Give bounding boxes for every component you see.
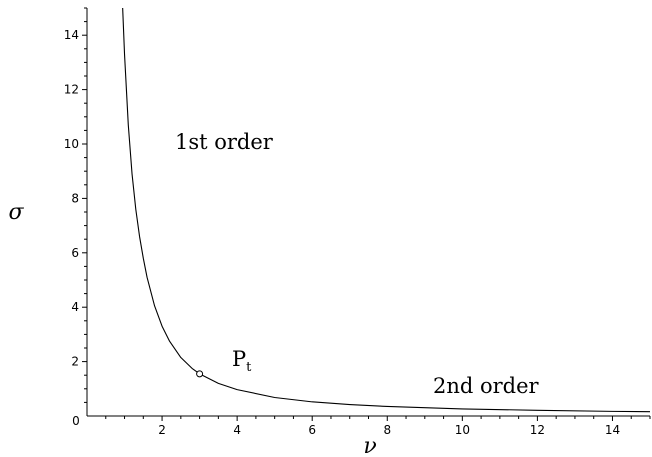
y-tick-label: 14: [64, 28, 79, 42]
y-tick-label: 8: [71, 191, 79, 205]
ticks: 0 2 4 6 8 10 12 14 2 4 6 8 10 12 14: [64, 7, 651, 437]
region-label-first-order: 1st order: [175, 130, 274, 154]
x-tick-label: 6: [308, 423, 316, 437]
x-tick-label: 4: [233, 423, 241, 437]
transition-line: [122, 7, 651, 413]
y-tick-label: 2: [71, 355, 79, 369]
region-label-second-order: 2nd order: [433, 374, 540, 398]
y-tick-label: 6: [71, 246, 79, 260]
x-tick-label: 10: [455, 423, 470, 437]
x-tick-label: 2: [158, 423, 166, 437]
point-label-subscript: t: [246, 360, 252, 375]
x-tick-label: 12: [530, 423, 545, 437]
y-tick-label: 4: [71, 300, 79, 314]
marker-layer: [196, 370, 204, 378]
x-axis-label: ν: [363, 434, 376, 457]
point-label: Pt: [232, 347, 252, 375]
x-tick-label: 8: [383, 423, 391, 437]
point-label-main: P: [232, 347, 246, 371]
tricritical-point-marker: [196, 370, 204, 378]
x-tick-label: 14: [605, 423, 620, 437]
axes: [86, 8, 650, 417]
curve-layer: [122, 7, 651, 413]
y-axis-label: σ: [8, 200, 24, 225]
y-tick-label: 10: [64, 137, 79, 151]
y-tick-label: 12: [64, 83, 79, 97]
x-tick-label: 0: [72, 414, 80, 428]
